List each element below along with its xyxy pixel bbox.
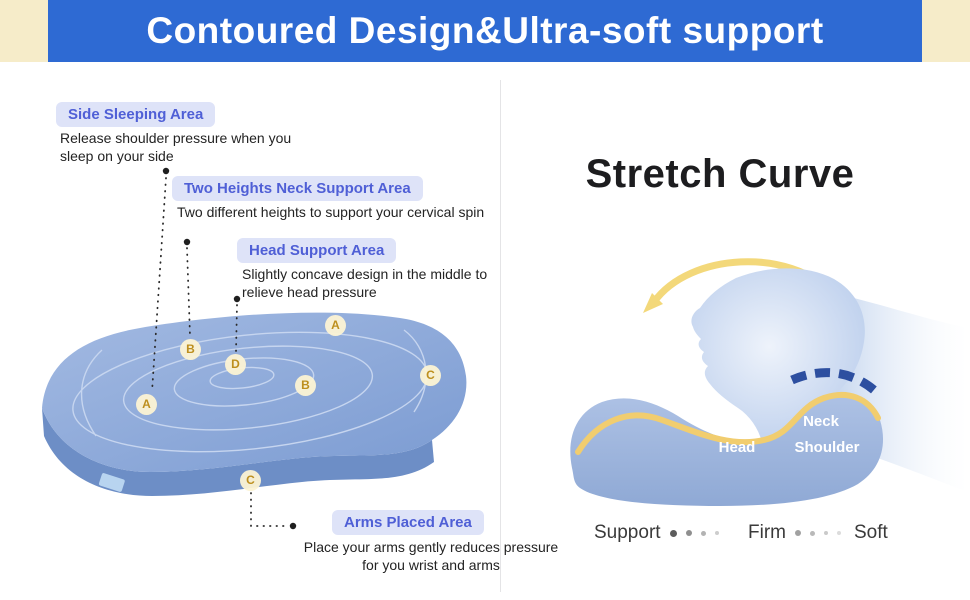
callout-desc-arms-placed: Place your arms gently reduces pressure … [303,539,559,574]
stretch-curve-illustration [570,258,968,506]
soft-scale-label: Soft [853,522,888,543]
scale-dot [685,530,692,536]
support-scale-label: Support [594,522,661,543]
scale-dot [823,531,828,535]
neck-label: Neck [803,413,839,430]
scale-dot [669,529,677,537]
banner-title: Contoured Design&Ultra-soft support [48,0,922,62]
neck-stretch-dashes [790,368,877,394]
pillow-side-face [42,408,434,496]
callout-badge-side-sleeping: Side Sleeping Area [56,102,216,127]
arc-arrow-left [643,293,663,313]
callout-desc-head-support: Slightly concave design in the middle to… [242,266,488,301]
pillow-marker-b-left: B [180,339,201,360]
callout-badge-arms-placed: Arms Placed Area [332,510,484,535]
firm-scale-label: Firm [748,522,786,543]
head-label: Head [718,439,756,456]
stretch-curve-title: Stretch Curve [585,152,855,196]
support-scale: Support [594,521,719,545]
pillow-tag [98,473,125,492]
banner-right-edge [922,0,970,62]
callout-desc-neck-support: Two different heights to support your ce… [177,204,485,220]
panel-divider [500,80,501,592]
scale-dot [836,531,841,535]
pillow-illustration [42,312,467,496]
pillow-marker-c-right: C [420,365,441,386]
arc-arrow-right [829,284,841,302]
pillow-marker-d-center: D [225,354,246,375]
callout-badge-neck-support: Two Heights Neck Support Area [172,176,423,201]
callout-leader-lines [151,177,285,527]
pillow-marker-c-bottom: C [240,470,261,491]
callout-desc-side-sleeping: Release shoulder pressure when you sleep… [60,130,292,165]
shoulder-label: Shoulder [794,439,860,456]
pillow-contour-lines [72,329,428,453]
pillow-marker-b-right: B [295,375,316,396]
scale-dot [794,530,801,536]
top-banner: Contoured Design&Ultra-soft support [0,0,970,62]
scale-dot [809,530,815,536]
banner-left-edge [0,0,48,62]
scale-dot [700,530,706,536]
body-gradient [805,290,968,492]
scale-dot [714,531,719,535]
pillow-marker-a-left: A [136,394,157,415]
callout-badge-head-support: Head Support Area [237,238,397,263]
stretch-arc [650,258,836,306]
firm-soft-scale: Firm Soft [748,521,888,545]
pillow-marker-a-right: A [325,315,346,336]
pillow-top-face [42,312,467,472]
